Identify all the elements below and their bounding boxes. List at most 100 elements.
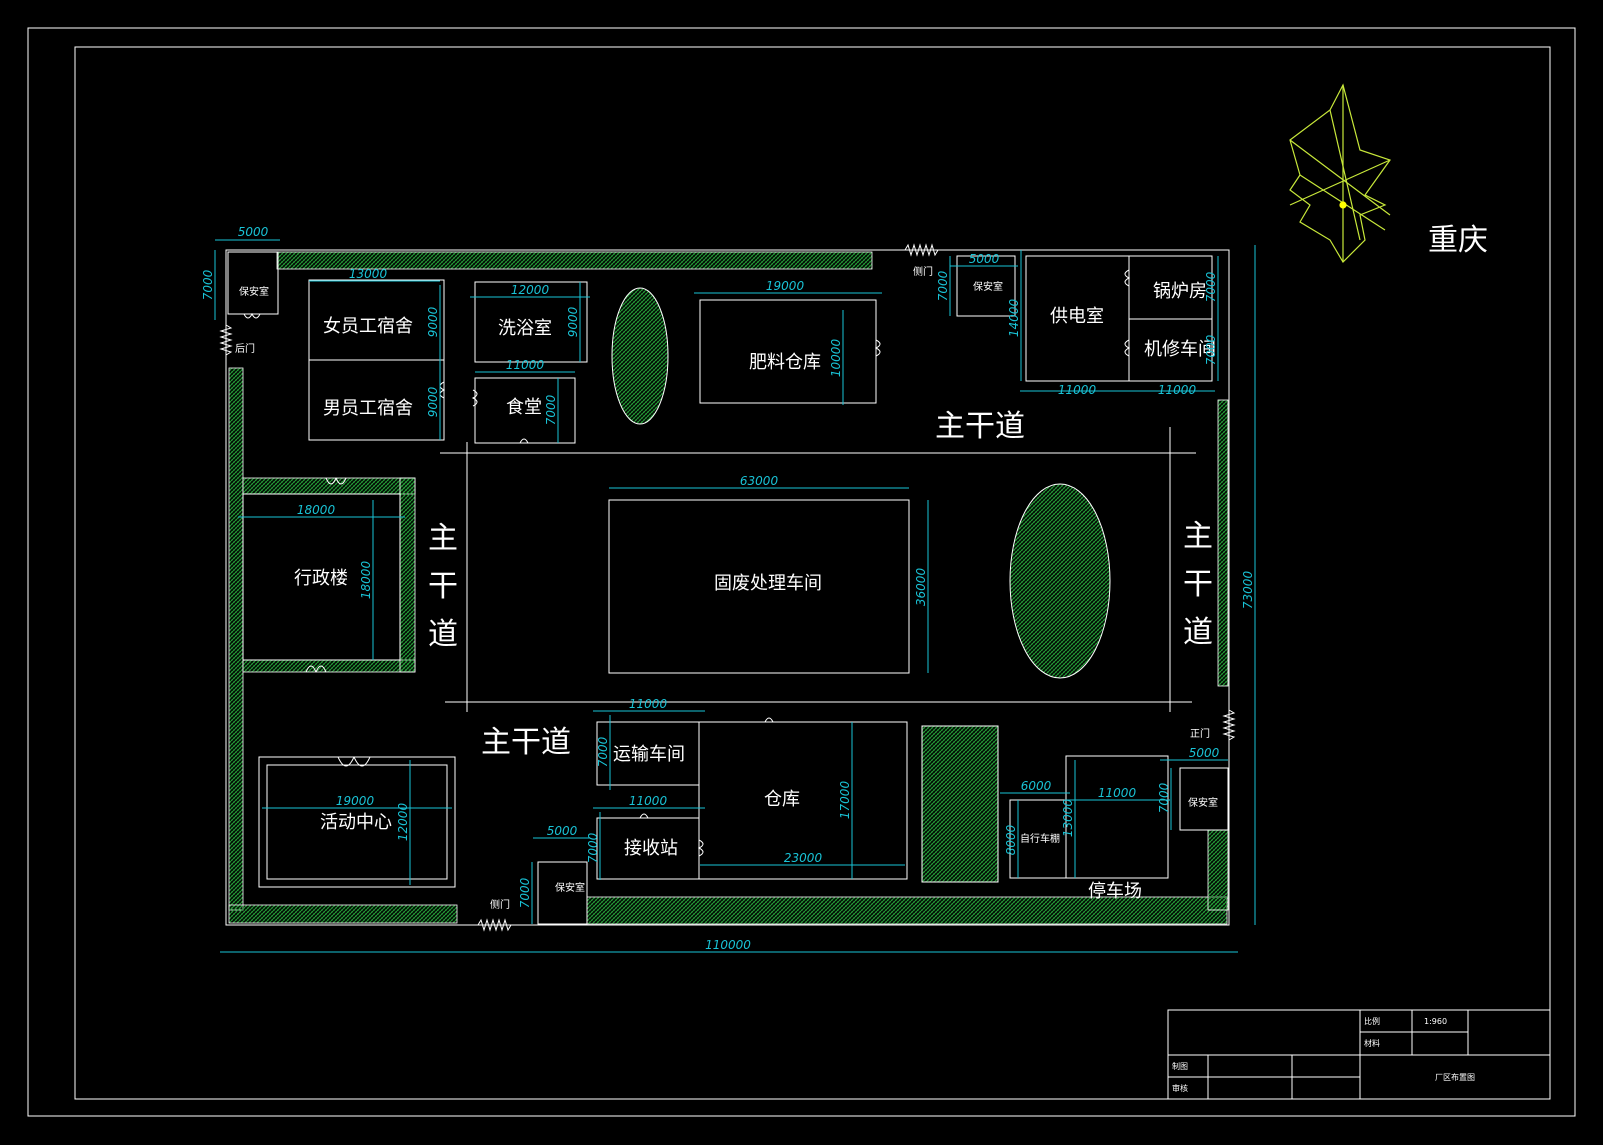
svg-text:63000: 63000	[740, 474, 779, 488]
green-oval-right	[1009, 483, 1111, 679]
svg-text:5000: 5000	[969, 252, 1000, 266]
dimension-text: 5000 7000 13000 9000 9000 12000 9000 110…	[201, 225, 1255, 952]
parking-outline	[1065, 755, 1169, 879]
svg-text:5000: 5000	[547, 824, 578, 838]
guard-room-top-outline	[956, 255, 1016, 317]
svg-text:19000: 19000	[336, 794, 375, 808]
admin-outline	[242, 493, 401, 661]
svg-text:7000: 7000	[518, 877, 532, 908]
canteen-outline	[474, 377, 576, 444]
svg-text:8000: 8000	[1004, 824, 1018, 855]
green-rect	[921, 725, 999, 883]
fertilizer-outline	[699, 299, 877, 404]
title-block: 比例 1:960 材料 制图 审核 厂区布置图	[1167, 1009, 1551, 1100]
tb-scale-label: 比例	[1364, 1016, 1380, 1026]
site-boundary	[225, 249, 1230, 926]
svg-text:13000: 13000	[1061, 799, 1075, 838]
label-parking: 停车场	[1088, 881, 1142, 902]
tb-scale-value: 1:960	[1424, 1017, 1447, 1026]
guard-room-bottom-outline	[537, 861, 588, 925]
svg-text:18000: 18000	[297, 503, 336, 517]
svg-text:23000: 23000	[784, 851, 823, 865]
svg-text:12000: 12000	[511, 283, 550, 297]
gate-symbols	[219, 243, 1236, 932]
road-right-char-3: 道	[1183, 615, 1213, 650]
repair-outline	[1128, 318, 1213, 382]
svg-text:11000: 11000	[1058, 383, 1097, 397]
svg-text:9000: 9000	[426, 306, 440, 337]
road-lines	[440, 427, 1196, 712]
label-canteen: 食堂	[506, 397, 542, 418]
svg-text:110000: 110000	[705, 938, 751, 952]
male-dorm-outline	[308, 359, 445, 441]
svg-text:7000: 7000	[596, 736, 610, 767]
label-solid-waste: 固废处理车间	[714, 573, 822, 594]
svg-text:7000: 7000	[936, 270, 950, 301]
svg-text:5000: 5000	[238, 225, 269, 239]
svg-text:11000: 11000	[1158, 383, 1197, 397]
label-warehouse: 仓库	[764, 789, 800, 810]
svg-text:7000: 7000	[1204, 334, 1218, 365]
warehouse-outline	[698, 721, 908, 880]
activity-inner	[266, 764, 448, 880]
svg-text:9000: 9000	[566, 306, 580, 337]
gate-labels: 后门 侧门 正门 侧门	[235, 265, 1210, 911]
svg-text:5000: 5000	[1189, 746, 1220, 760]
gate-back: 后门	[235, 342, 255, 355]
svg-text:11000: 11000	[506, 358, 545, 372]
svg-text:7000: 7000	[1157, 782, 1171, 813]
label-male-dorm: 男员工宿舍	[323, 398, 413, 419]
label-transport: 运输车间	[613, 744, 685, 765]
guard-room-main-outline	[1179, 767, 1229, 831]
road-main-bottom: 主干道	[481, 725, 571, 760]
road-right-char-2: 干	[1183, 567, 1213, 602]
boundary-wall-hatch	[228, 251, 1229, 925]
label-repair: 机修车间	[1144, 339, 1216, 360]
gate-side-bottom: 侧门	[490, 898, 510, 911]
label-receiving: 接收站	[624, 838, 678, 859]
svg-text:7000: 7000	[1204, 271, 1218, 302]
label-bike-shed: 自行车棚	[1020, 832, 1060, 845]
svg-text:11000: 11000	[629, 794, 668, 808]
svg-text:6000: 6000	[1021, 779, 1052, 793]
svg-text:9000: 9000	[426, 386, 440, 417]
svg-text:7000: 7000	[544, 394, 558, 425]
svg-text:14000: 14000	[1007, 299, 1021, 338]
label-bath: 洗浴室	[498, 318, 552, 339]
compass-label: 重庆	[1428, 223, 1488, 258]
label-guard-main: 保安室	[1188, 796, 1218, 809]
dimension-lines	[214, 239, 1256, 953]
svg-text:73000: 73000	[1241, 571, 1255, 610]
outer-frame	[27, 27, 1576, 1117]
inner-frame	[74, 46, 1551, 1100]
guard-room-back-outline	[227, 251, 279, 315]
label-female-dorm: 女员工宿舍	[323, 316, 413, 337]
tb-drawn-label: 制图	[1172, 1061, 1188, 1071]
svg-text:18000: 18000	[359, 561, 373, 600]
bath-outline	[474, 281, 588, 363]
label-fertilizer: 肥料仓库	[749, 352, 821, 373]
svg-text:7000: 7000	[201, 269, 215, 300]
label-guard-back: 保安室	[239, 285, 269, 298]
solid-waste-outline	[608, 499, 910, 674]
road-main-top: 主干道	[935, 409, 1025, 444]
buildings	[227, 251, 1229, 925]
road-left-char-1: 主	[428, 521, 458, 556]
label-admin: 行政楼	[294, 568, 348, 589]
label-boiler: 锅炉房	[1153, 281, 1207, 302]
svg-text:17000: 17000	[838, 781, 852, 820]
green-oval-top	[611, 287, 669, 425]
tb-material-label: 材料	[1364, 1038, 1380, 1048]
tb-reviewed-label: 审核	[1172, 1083, 1188, 1093]
road-left-char-3: 道	[428, 617, 458, 652]
road-left-char-2: 干	[428, 569, 458, 604]
svg-text:19000: 19000	[766, 279, 805, 293]
activity-outer	[258, 756, 456, 888]
gate-main: 正门	[1190, 727, 1210, 740]
gate-side-top: 侧门	[913, 265, 933, 278]
label-power: 供电室	[1050, 306, 1104, 327]
label-guard-top: 保安室	[973, 280, 1003, 293]
svg-text:12000: 12000	[396, 803, 410, 842]
